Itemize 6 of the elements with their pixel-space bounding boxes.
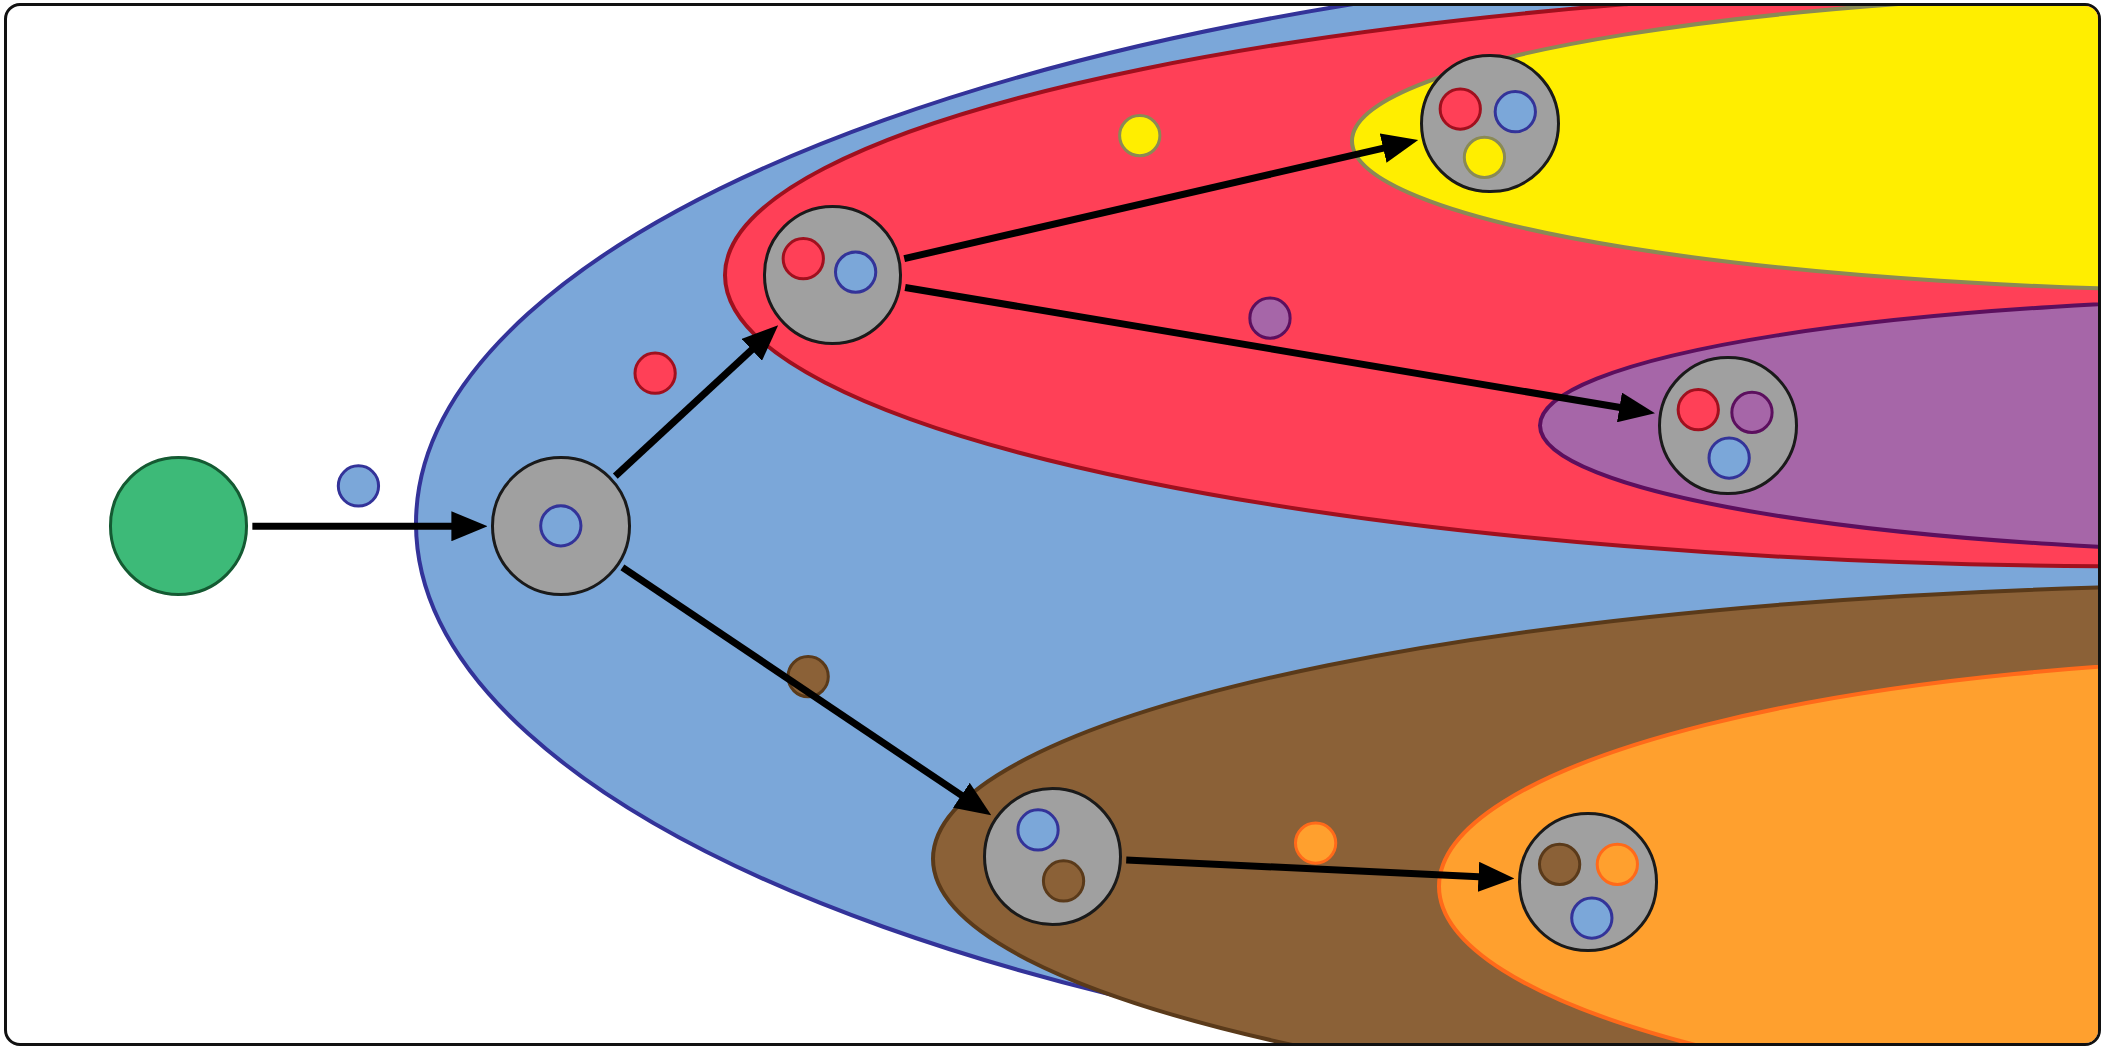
- arrow: [904, 283, 1655, 423]
- ellipse-region: [721, 6, 2098, 570]
- arrow: [612, 325, 779, 479]
- arrow: [620, 564, 992, 816]
- ellipse-region: [413, 6, 2098, 1043]
- arrow: [903, 133, 1419, 263]
